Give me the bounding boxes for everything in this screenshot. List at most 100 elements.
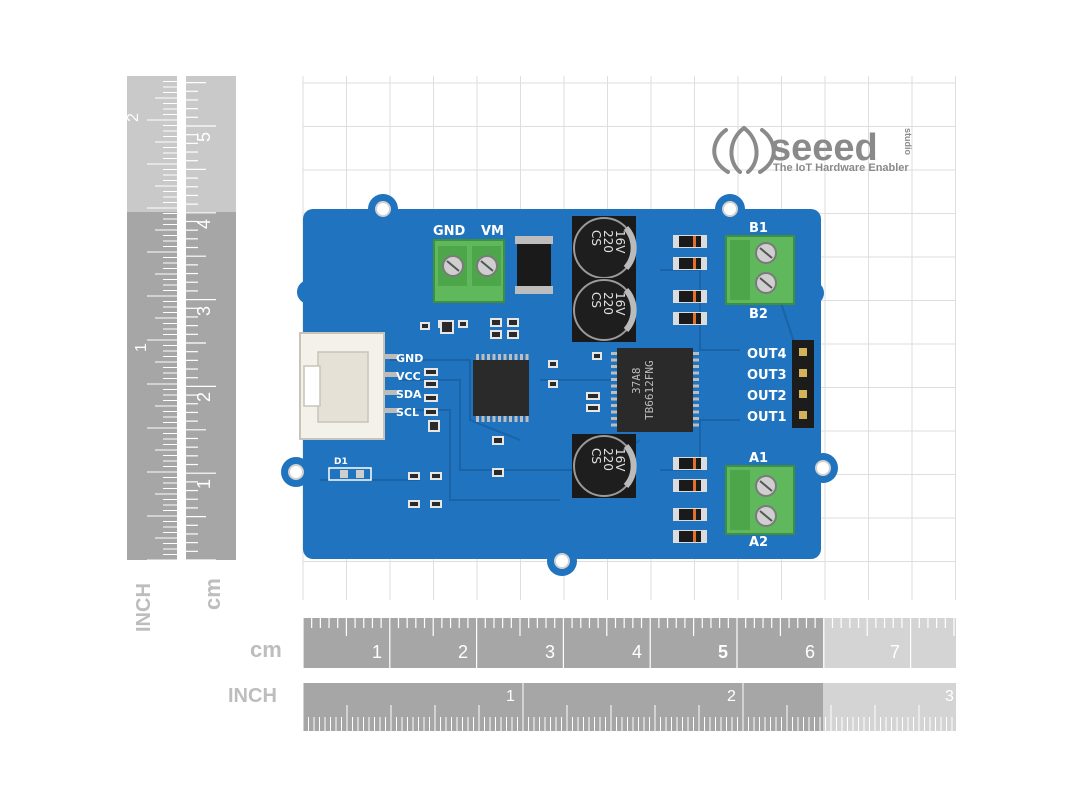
- smd-diode: [673, 530, 707, 543]
- smd-diode: [673, 479, 707, 492]
- bottom-inch-number: 1: [506, 688, 515, 705]
- smd-component: [408, 472, 420, 480]
- out2-label: OUT2: [747, 389, 787, 404]
- bottom-inch-ruler: INCH 1 2 3: [228, 683, 956, 731]
- smd-component: [507, 318, 519, 327]
- smd-diode: [673, 312, 707, 325]
- left-cm-number: 5: [194, 132, 214, 142]
- out4-label: OUT4: [747, 347, 787, 362]
- grove-vcc-label: VCC: [396, 370, 421, 383]
- smd-component: [492, 468, 504, 477]
- smd-component: [548, 380, 558, 388]
- smd-component: [408, 500, 420, 508]
- left-inch-label: INCH: [133, 583, 155, 632]
- mounting-hole: [288, 201, 831, 569]
- power-screw-terminal: [433, 239, 505, 303]
- chip-marking: 37A8: [630, 368, 643, 395]
- bottom-cm-label: cm: [250, 637, 282, 662]
- smd-component: [428, 420, 440, 432]
- left-inch-ruler: 2 1 INCH: [125, 76, 177, 632]
- seeed-logo: seeed studio The IoT Hardware Enabler: [712, 126, 913, 174]
- out1-label: OUT1: [747, 410, 787, 425]
- grove-gnd-label: GND: [396, 352, 423, 365]
- grove-sda-label: SDA: [396, 388, 422, 401]
- smd-component: [507, 330, 519, 339]
- left-cm-number: 4: [194, 219, 214, 229]
- bottom-cm-number: 6: [805, 642, 815, 662]
- smd-component: [430, 500, 442, 508]
- chip-marking: TB6612FNG: [643, 360, 656, 420]
- smd-component: [424, 368, 438, 376]
- logo-brand: seeed: [770, 127, 878, 169]
- smd-component: [586, 392, 600, 400]
- smd-component: [548, 360, 558, 368]
- left-cm-label: cm: [200, 578, 225, 610]
- grove-scl-label: SCL: [396, 406, 419, 419]
- bottom-inch-number: 3: [945, 688, 954, 705]
- bottom-inch-number: 2: [727, 688, 736, 705]
- b2-label: B2: [749, 307, 768, 322]
- left-cm-number: 2: [194, 392, 214, 402]
- capacitor-marking: 16V: [613, 292, 627, 316]
- a-screw-terminal: [725, 465, 795, 535]
- capacitor-marking: CS: [589, 292, 603, 308]
- bottom-cm-number: 3: [545, 642, 555, 662]
- mcu-chip: [473, 354, 529, 422]
- smd-diode: [673, 235, 707, 248]
- smd-component: [424, 408, 438, 416]
- smd-diode: [673, 508, 707, 521]
- capacitor-marking: 220: [601, 230, 615, 253]
- capacitor-marking: CS: [589, 230, 603, 246]
- left-inch-number: 1: [133, 343, 150, 352]
- smd-component: [490, 318, 502, 327]
- left-inch-number: 2: [125, 113, 142, 122]
- logo-tagline: The IoT Hardware Enabler: [773, 162, 909, 174]
- smd-component: [586, 404, 600, 412]
- vm-label: VM: [481, 224, 504, 239]
- a2-label: A2: [749, 535, 768, 550]
- capacitor-marking: 220: [601, 448, 615, 471]
- left-cm-number: 3: [194, 306, 214, 316]
- b-screw-terminal: [725, 235, 795, 305]
- a1-label: A1: [749, 451, 768, 466]
- gnd-label: GND: [433, 224, 466, 239]
- capacitor-marking: 16V: [613, 448, 627, 472]
- left-cm-number: 1: [194, 479, 214, 489]
- smd-component: [424, 380, 438, 388]
- out3-label: OUT3: [747, 368, 787, 383]
- logo-sub: studio: [903, 128, 913, 155]
- smd-component: [490, 330, 502, 339]
- left-cm-ruler: 5 4 3 2 1 cm: [186, 76, 236, 610]
- smd-component: [492, 436, 504, 445]
- bottom-cm-number: 2: [458, 642, 468, 662]
- grove-connector: [299, 332, 398, 440]
- smd-diode: [673, 290, 707, 303]
- bottom-inch-label: INCH: [228, 685, 277, 707]
- bottom-cm-number: 4: [632, 642, 642, 662]
- bottom-cm-number: 7: [890, 642, 900, 662]
- smd-component: [458, 320, 468, 328]
- smd-diode: [673, 457, 707, 470]
- smd-component: [430, 472, 442, 480]
- bottom-cm-number: 1: [372, 642, 382, 662]
- b1-label: B1: [749, 221, 768, 236]
- smd-component: [420, 322, 430, 330]
- driver-chip: TB6612FNG 37A8: [611, 348, 699, 432]
- smd-diode: [673, 257, 707, 270]
- capacitor-marking: 220: [601, 292, 615, 315]
- seeed-leaf-icon: [712, 126, 776, 174]
- capacitor-marking: 16V: [613, 230, 627, 254]
- d1-label: D1: [334, 457, 348, 467]
- power-diode: [517, 236, 551, 294]
- smd-component: [592, 352, 602, 360]
- smd-component: [440, 320, 454, 334]
- output-pin-header: [792, 340, 814, 428]
- bottom-cm-number: 5: [718, 642, 728, 662]
- bottom-cm-ruler: cm 1 2 3 4 5 6 7: [250, 618, 956, 668]
- capacitor-marking: CS: [589, 448, 603, 464]
